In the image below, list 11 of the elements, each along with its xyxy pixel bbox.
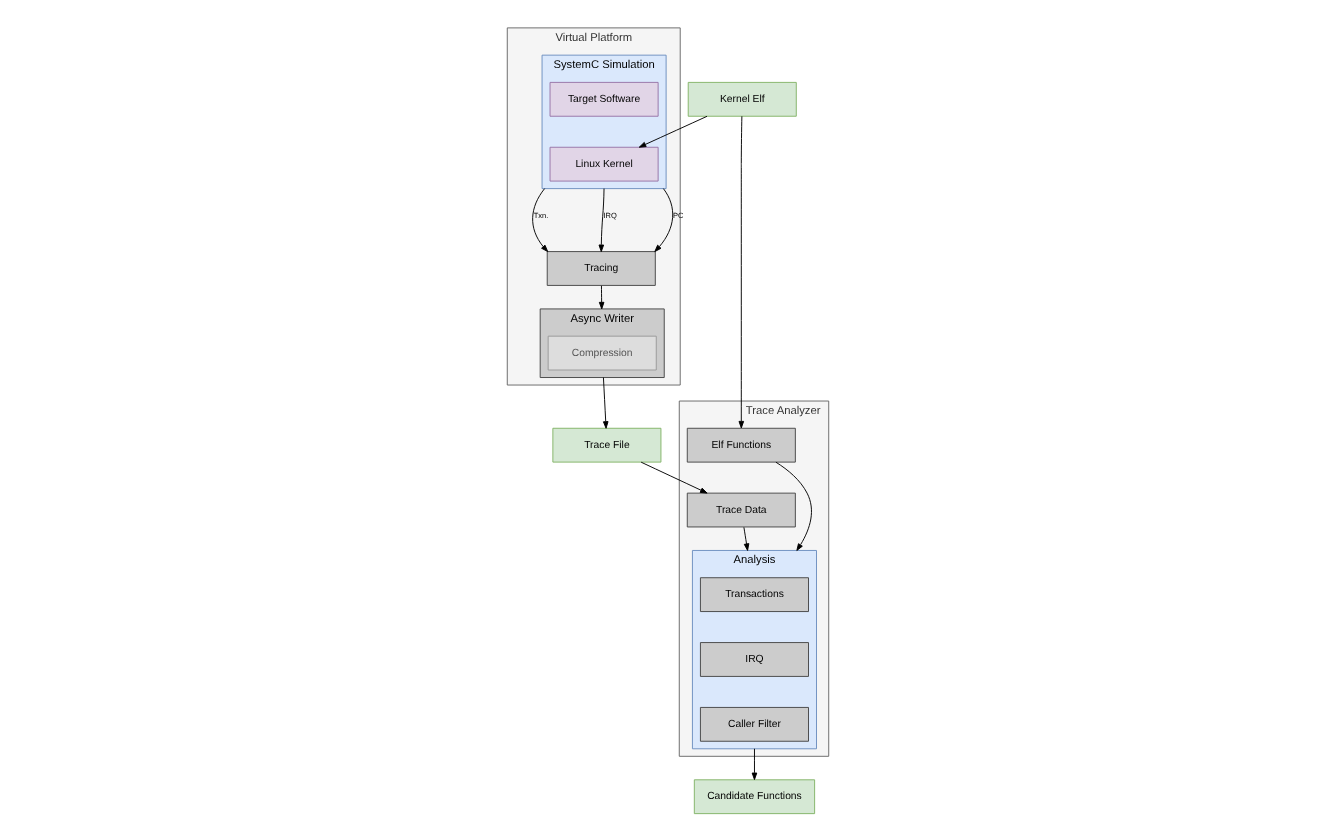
- arrow: [640, 461, 708, 494]
- arrow: [638, 115, 708, 148]
- arrow: [598, 285, 605, 310]
- arrow: [751, 748, 758, 781]
- arrow: [598, 188, 605, 253]
- arrow: [743, 526, 750, 551]
- arrow: [532, 188, 549, 253]
- arrow: [654, 188, 674, 253]
- arrow: [602, 377, 609, 429]
- arrow: [738, 115, 745, 429]
- arrow: [775, 461, 812, 551]
